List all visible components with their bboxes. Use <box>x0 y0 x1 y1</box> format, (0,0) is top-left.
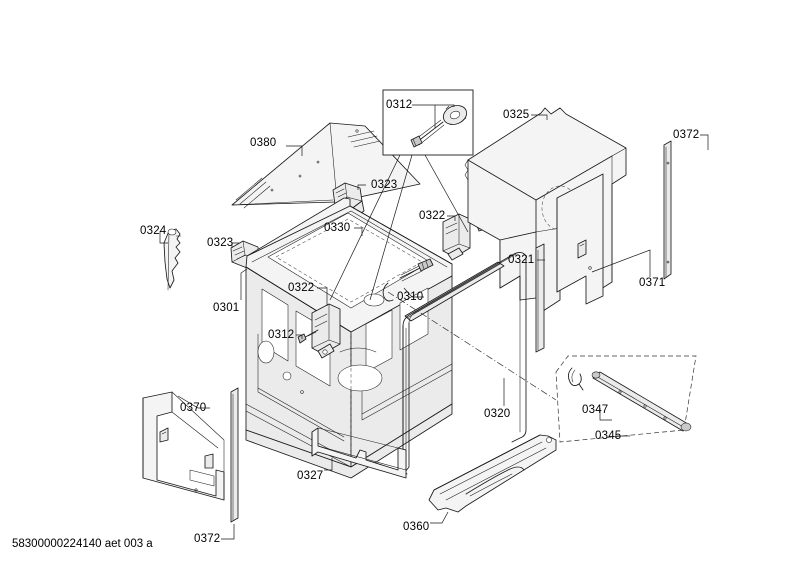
part-0310-spring <box>382 258 434 302</box>
document-caption: 58300000224140 aet 003 a <box>12 538 153 550</box>
part-0321-seal-upper <box>404 261 505 322</box>
part-label-0322-front: 0322 <box>288 282 315 294</box>
inset-0345-box <box>555 355 697 443</box>
part-0322-bracket-right <box>442 213 496 261</box>
part-label-0372-right: 0372 <box>673 129 700 141</box>
part-0360-mat <box>428 434 557 513</box>
part-label-0347: 0347 <box>582 404 609 416</box>
part-0322-bracket-front <box>311 303 341 359</box>
part-label-0312-inset: 0312 <box>386 99 413 111</box>
part-0372-strip-right <box>663 140 672 280</box>
part-label-0345: 0345 <box>595 430 622 442</box>
leader-lines <box>159 114 709 540</box>
part-label-0323-rear: 0323 <box>371 179 398 191</box>
part-0301-tub <box>245 197 453 479</box>
part-label-0324: 0324 <box>140 225 167 237</box>
part-0324-clip <box>163 228 182 291</box>
part-label-0371: 0371 <box>639 277 666 289</box>
part-label-0380: 0380 <box>250 137 277 149</box>
part-0370-panel <box>142 391 225 501</box>
part-0327-kickplate <box>311 427 407 479</box>
part-label-0320: 0320 <box>484 408 511 420</box>
part-label-0301: 0301 <box>213 302 240 314</box>
part-label-0322-right: 0322 <box>419 210 446 222</box>
part-label-0327: 0327 <box>297 470 324 482</box>
part-label-0372-left: 0372 <box>194 533 221 545</box>
part-label-0310: 0310 <box>397 291 424 303</box>
part-label-0325: 0325 <box>503 109 530 121</box>
inset-0312-box <box>382 89 474 156</box>
part-0371-panel <box>556 173 604 305</box>
part-label-0321: 0321 <box>508 254 535 266</box>
part-label-0323-left: 0323 <box>207 237 234 249</box>
part-0325-cover <box>464 107 627 353</box>
part-label-0312-tub: 0312 <box>268 329 295 341</box>
part-label-0330: 0330 <box>324 222 351 234</box>
part-0372-strip-left <box>230 387 239 523</box>
part-label-0360: 0360 <box>403 521 430 533</box>
part-label-0370: 0370 <box>180 402 207 414</box>
